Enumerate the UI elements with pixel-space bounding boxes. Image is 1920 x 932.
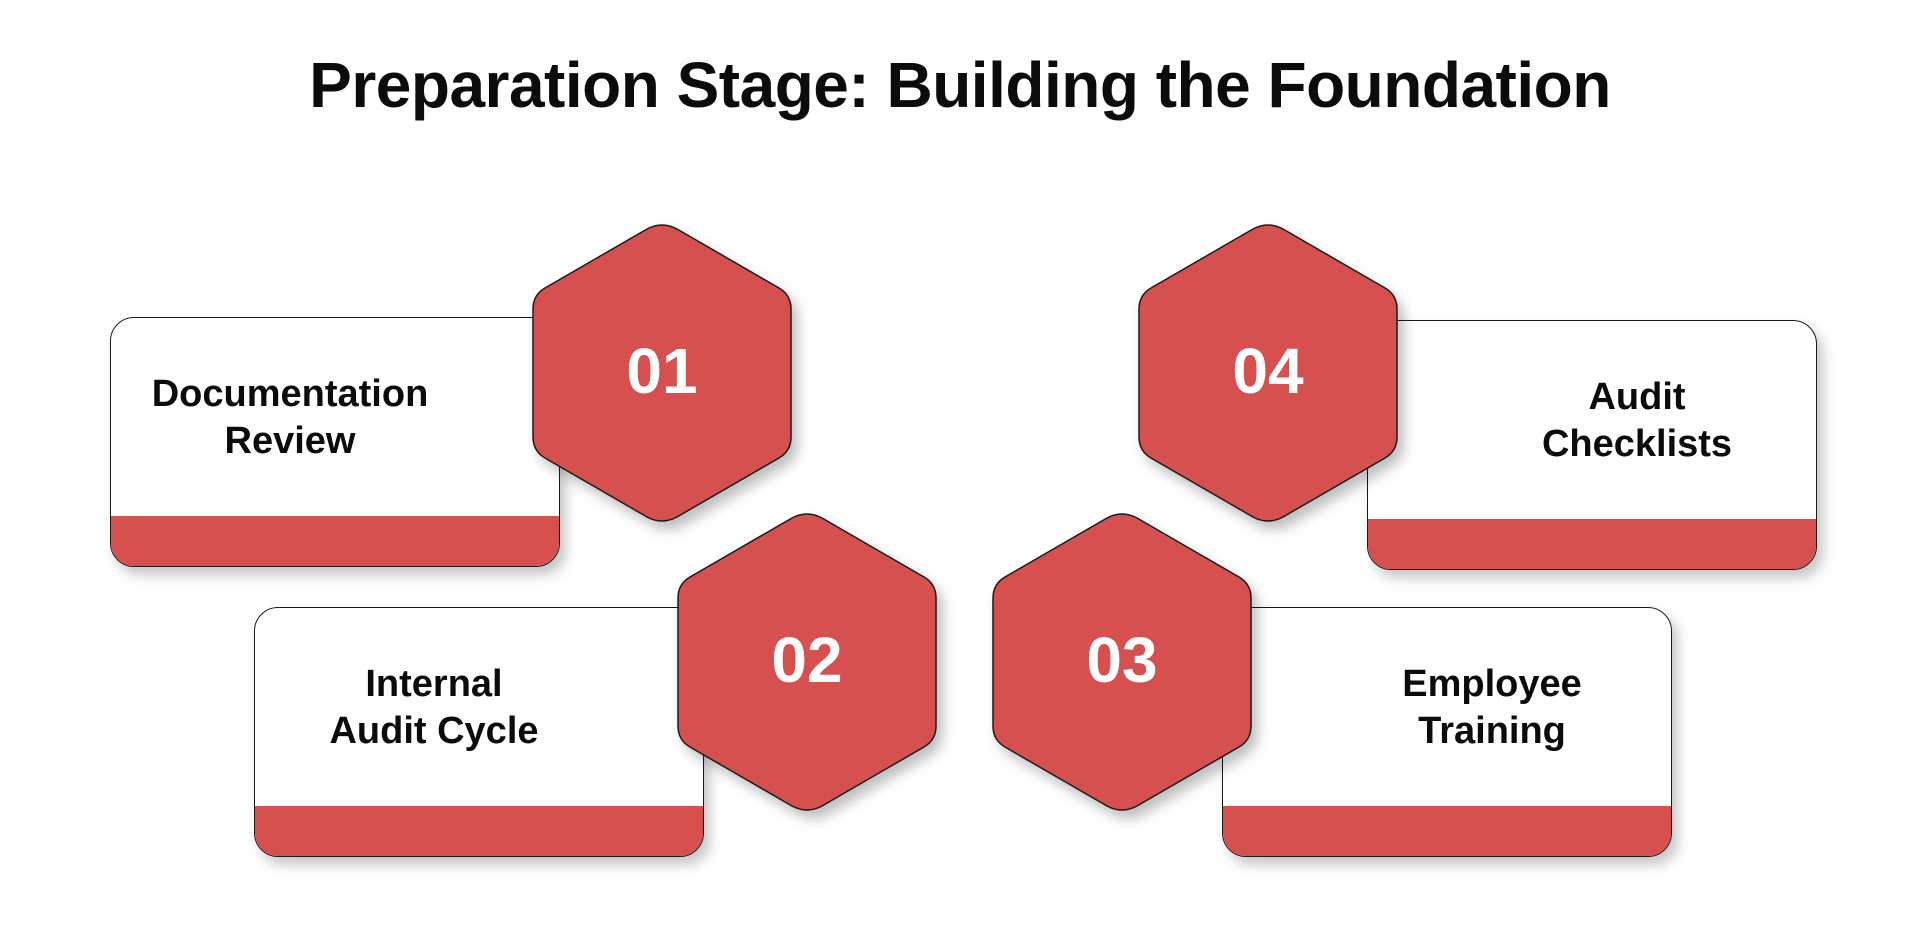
hexagon-badge-01: 01	[532, 224, 792, 522]
card-accent-band	[111, 516, 559, 566]
step-card-01: Documentation Review	[110, 317, 560, 567]
hexagon-shape-03	[992, 513, 1252, 811]
hexagon-shape-02	[677, 513, 937, 811]
step-number-01: 01	[626, 335, 697, 407]
step-card-02: Internal Audit Cycle	[254, 607, 704, 857]
step-number-04: 04	[1232, 335, 1304, 407]
step-number-03: 03	[1086, 624, 1157, 696]
step-label-04: Audit Checklists	[1541, 375, 1733, 466]
hexagon-badge-03: 03	[992, 513, 1252, 811]
hexagon-shape-04	[1138, 224, 1398, 522]
page-title: Preparation Stage: Building the Foundati…	[309, 49, 1611, 121]
card-accent-band	[1368, 519, 1816, 569]
card-accent-band	[1223, 806, 1671, 856]
step-card-03: Employee Training	[1222, 607, 1672, 857]
step-number-02: 02	[771, 624, 842, 696]
step-label-03: Employee Training	[1402, 662, 1582, 753]
step-card-04: Audit Checklists	[1367, 320, 1817, 570]
hexagon-badge-02: 02	[677, 513, 937, 811]
step-label-01: Documentation Review	[151, 372, 429, 463]
hexagon-badge-04: 04	[1138, 224, 1398, 522]
step-label-02: Internal Audit Cycle	[329, 662, 539, 753]
hexagon-shape-01	[532, 224, 792, 522]
card-accent-band	[255, 806, 703, 856]
